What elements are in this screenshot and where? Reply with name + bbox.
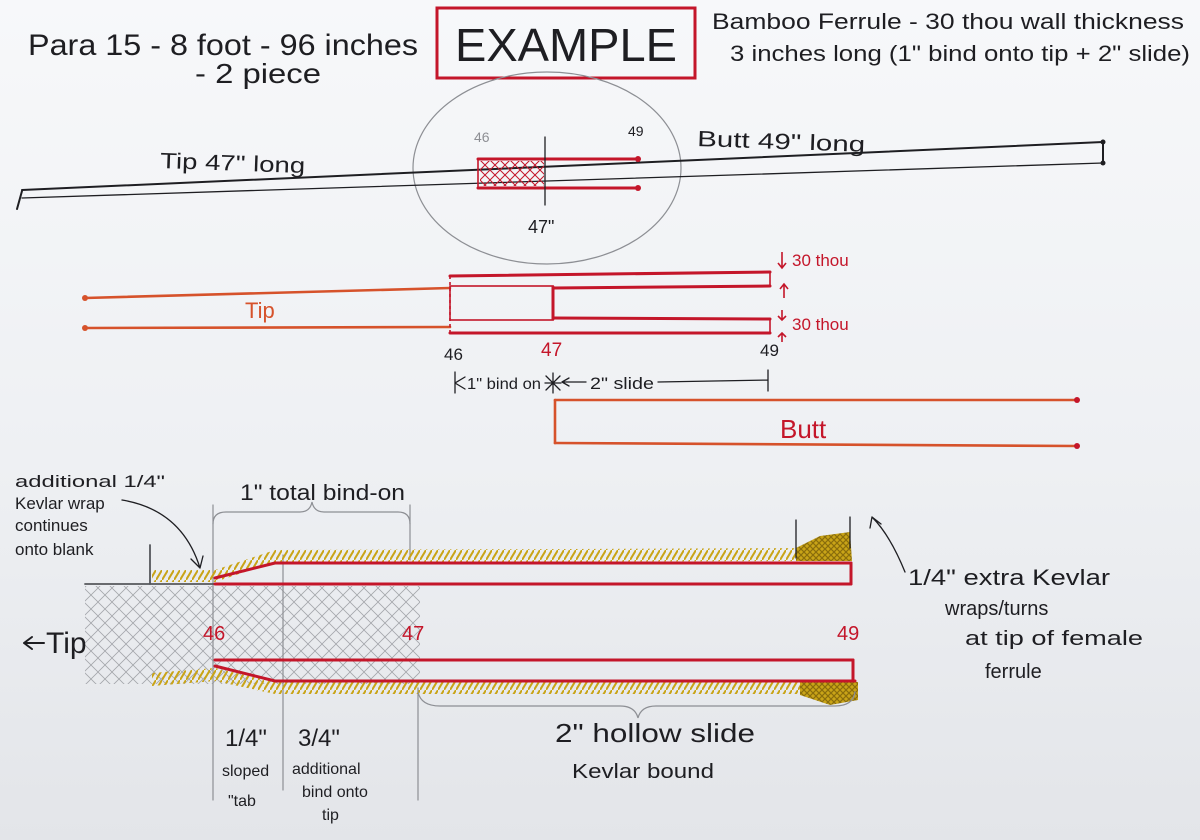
extra-kevlar-line-2: wraps/turns (944, 598, 1048, 620)
kevlar-note-line-4: onto blank (15, 540, 94, 559)
overview-ferrule-bind-hatch (480, 161, 544, 186)
overview-mark-49: 49 (628, 123, 644, 139)
kevlar-extra-top (796, 532, 852, 561)
kevlar-note-line-3: continues (15, 516, 88, 535)
detail-section: 46 47 49 Tip additional 1/4" Kevlar wrap… (15, 472, 1143, 824)
rod-tip-end (16, 190, 23, 210)
extra-kevlar-arrow (869, 516, 906, 573)
dimension-slide-label: 2" slide (590, 374, 654, 393)
hollow-slide-brace (417, 691, 856, 719)
kevlar-note-arrow (121, 499, 204, 569)
dimension-slide-arrow (561, 377, 587, 387)
wall-top-arrow-down (777, 252, 787, 270)
extra-kevlar-bracket (795, 516, 851, 559)
section-ferrule-inner-bottom (551, 316, 772, 321)
tip-blank-hatch (85, 586, 420, 684)
rod-butt-dot-top (1100, 139, 1106, 145)
section-mark-49: 49 (760, 341, 779, 360)
overview-ferrule-dot-top (635, 156, 641, 162)
section-butt-dot-bottom (1074, 443, 1080, 449)
detail-mark-46: 46 (203, 623, 225, 645)
hollow-slide-sublabel: Kevlar bound (572, 761, 714, 783)
section-tip-top-line (83, 286, 452, 300)
title-line-2: - 2 piece (195, 58, 321, 89)
spec-line-1: Bamboo Ferrule - 30 thou wall thickness (712, 9, 1184, 34)
overview-tip-label: Tip 47" long (160, 148, 306, 178)
kevlar-note-line-1: additional 1/4" (15, 472, 165, 491)
wall-bottom-arrow-up (777, 331, 787, 342)
section-bind-on-hatch (449, 285, 554, 321)
additional-bind-line-3: tip (322, 807, 339, 824)
dimension-left-tick (454, 371, 466, 394)
spec-line-2: 3 inches long (1" bind onto tip + 2" sli… (730, 41, 1190, 66)
sloped-tab-measure: 1/4" (225, 725, 267, 752)
dimension-star-icon (544, 372, 562, 394)
overview-butt-label: Butt 49" long (697, 126, 866, 157)
dimension-right-line (657, 369, 769, 392)
section-tip-dot-bottom (82, 325, 88, 331)
wall-bottom-label: 30 thou (792, 315, 849, 334)
kevlar-wrap-top (152, 548, 850, 582)
tip-direction-arrow-icon (23, 636, 45, 650)
detail-mark-47: 47 (402, 623, 424, 645)
bind-on-total-label: 1" total bind-on (240, 480, 405, 505)
dimension-bind-on-label: 1" bind on (467, 376, 541, 393)
overview-mark-47: 47" (528, 217, 554, 237)
title-line-1: Para 15 - 8 foot - 96 inches (28, 29, 418, 62)
additional-bind-line-2: bind onto (302, 784, 368, 801)
section-mark-47: 47 (541, 340, 562, 361)
section-butt-bottom-line (553, 441, 1079, 448)
zoom-circle (412, 71, 682, 265)
kevlar-note-line-2: Kevlar wrap (15, 494, 105, 513)
extra-kevlar-line-4: ferrule (985, 661, 1042, 683)
section-tip-label: Tip (245, 298, 275, 323)
hollow-slide-label: 2" hollow slide (555, 718, 755, 748)
overview-ferrule-dot-bottom (635, 185, 641, 191)
detail-mark-49: 49 (837, 623, 859, 645)
rod-upper-line (21, 141, 1104, 191)
rod-butt-dot-bottom (1100, 160, 1106, 166)
section-butt-dot-top (1074, 397, 1080, 403)
extra-kevlar-line-1: 1/4" extra Kevlar (908, 565, 1110, 590)
additional-bind-measure: 3/4" (298, 725, 340, 752)
section-tip-bottom-line (83, 325, 452, 330)
example-stamp-text: EXAMPLE (455, 19, 677, 71)
wall-bottom-arrow-down (777, 310, 787, 322)
additional-bind-line-1: additional (292, 761, 361, 778)
section-ferrule-inner-top (551, 284, 772, 290)
wall-top-label: 30 thou (792, 251, 849, 270)
sloped-tab-line-1: sloped (222, 763, 269, 780)
detail-tip-label: Tip (46, 627, 87, 660)
detail-ferrule-slope-bottom (213, 664, 277, 683)
wall-top-arrow-up (779, 282, 789, 298)
kevlar-wrap-bottom (152, 668, 855, 694)
detail-ferrule-slope-top (213, 561, 277, 580)
section-mark-46: 46 (444, 345, 463, 364)
kevlar-extra-bottom (800, 682, 858, 705)
section-butt-label: Butt (780, 414, 827, 444)
bind-on-brace (212, 501, 411, 525)
extra-kevlar-line-3: at tip of female (965, 628, 1143, 650)
overview-mark-46: 46 (474, 129, 490, 145)
section-ferrule-outer-top (448, 270, 772, 278)
rod-lower-line (21, 162, 1104, 199)
example-stamp-box (435, 6, 697, 80)
ferrule-section: Tip 30 thou 30 thou 46 47 49 1" bind on … (82, 251, 1080, 449)
section-tip-dot-top (82, 295, 88, 301)
rod-overview: 46 49 47" Tip 47" long Butt 49" long (16, 71, 1106, 265)
sloped-tab-line-2: "tab (228, 793, 256, 810)
header: Para 15 - 8 foot - 96 inches - 2 piece E… (28, 6, 1190, 89)
